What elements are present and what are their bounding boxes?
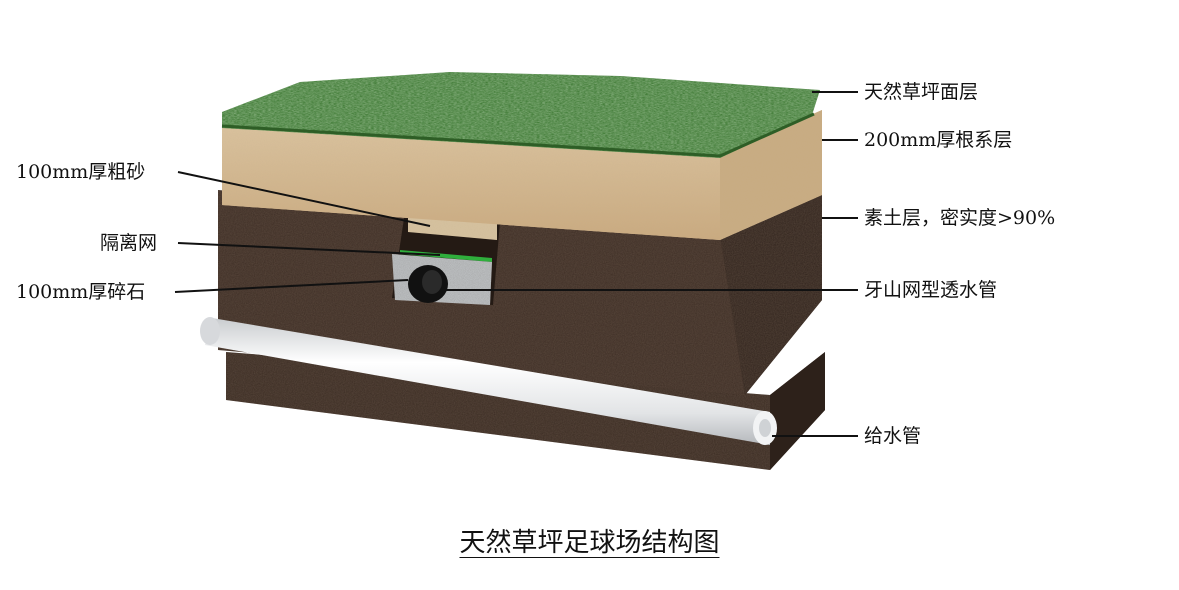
water-supply-pipe [200,317,777,445]
bottom-soil-slab [226,352,825,470]
label-crushed-stone: 100mm厚碎石 [16,281,146,303]
label-plain-soil: 素土层，密实度>90% [864,207,1056,229]
grass-surface [221,72,820,158]
leader-stone [174,279,409,293]
label-water-supply-pipe: 给水管 [864,425,922,447]
leader-net [177,242,441,256]
label-drain-pipe: 牙山网型透水管 [864,279,998,301]
label-grass-surface: 天然草坪面层 [864,81,979,103]
label-isolation-net: 隔离网 [100,232,158,254]
label-root-layer: 200mm厚根系层 [864,129,1013,151]
isolation-net-layer [400,250,492,262]
leader-sand [177,171,431,227]
root-layer-slab [222,110,822,240]
diagram-caption: 天然草坪足球场结构图 [0,522,1179,559]
caption-text: 天然草坪足球场结构图 [459,528,720,558]
drain-trench [392,212,500,305]
label-coarse-sand: 100mm厚粗砂 [16,161,146,183]
leader-lines [174,91,858,437]
